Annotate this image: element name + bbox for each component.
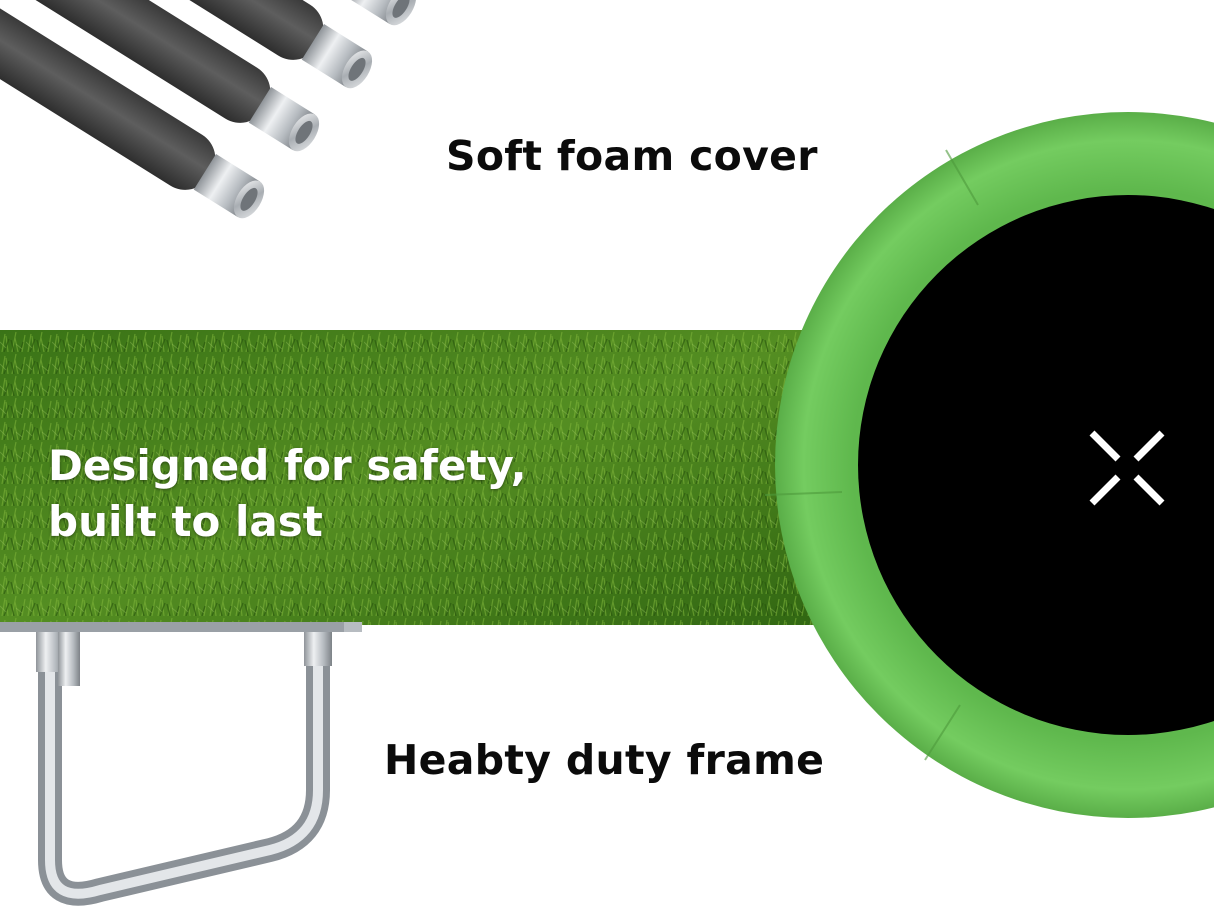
safety-caption: Designed for safety, built to last <box>48 438 527 550</box>
grass-band <box>0 330 830 625</box>
steel-leg-frame <box>0 622 362 906</box>
x-mark-icon <box>1089 430 1165 506</box>
trampoline-top-view <box>764 112 1214 818</box>
safety-caption-line-1: Designed for safety, <box>48 441 527 490</box>
foam-pole-group <box>0 0 417 219</box>
foam-cover-caption: Soft foam cover <box>446 132 818 180</box>
safety-caption-line-2: built to last <box>48 497 323 546</box>
frame-caption: Heabty duty frame <box>384 736 825 784</box>
